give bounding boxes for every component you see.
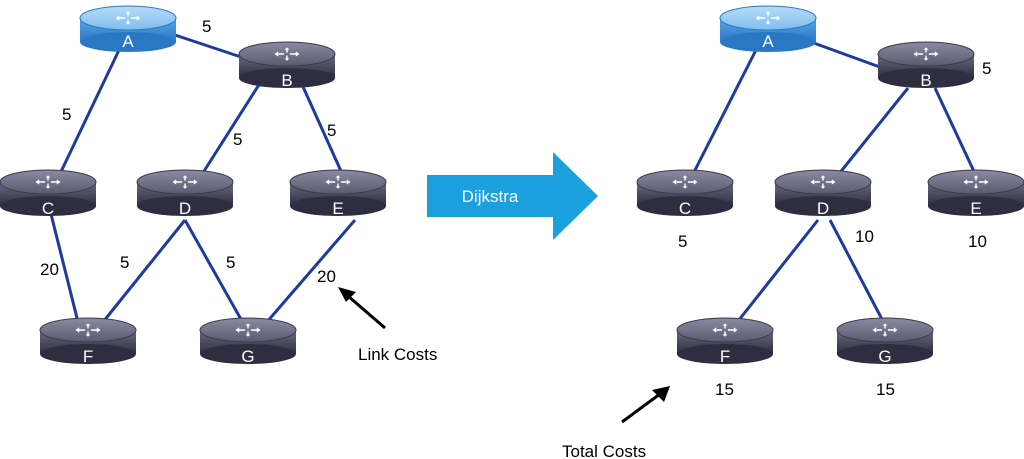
left-links xyxy=(48,28,357,333)
link-a-c xyxy=(56,47,122,179)
total-costs-label: Total Costs xyxy=(562,442,646,459)
annotation-arrowhead-icon xyxy=(652,386,670,402)
router-e: E xyxy=(289,169,387,218)
sp-link-d-g xyxy=(828,219,887,326)
total-cost-e: 10 xyxy=(968,232,987,251)
left-link-costs: 5 5 5 5 20 5 5 20 xyxy=(40,17,336,286)
router-g: G xyxy=(199,317,297,366)
cost-c-f: 20 xyxy=(40,260,59,279)
cost-d-g: 5 xyxy=(226,253,235,272)
total-cost-g: 15 xyxy=(876,380,895,399)
sp-router-d: D xyxy=(774,169,872,218)
total-costs: 5 5 10 10 15 15 xyxy=(678,59,991,399)
sp-link-b-d xyxy=(828,87,910,186)
link-d-f xyxy=(93,219,187,333)
router-label-a: A xyxy=(122,32,134,51)
sp-router-c: C xyxy=(636,169,734,218)
router-f: F xyxy=(39,317,137,366)
cost-d-f: 5 xyxy=(120,253,129,272)
total-cost-c: 5 xyxy=(678,232,687,251)
link-b-e xyxy=(298,79,347,181)
link-e-g xyxy=(258,219,357,331)
router-b: B xyxy=(238,41,336,90)
cost-e-g: 20 xyxy=(317,267,336,286)
sp-link-a-c xyxy=(688,47,759,181)
total-cost-d: 10 xyxy=(855,227,874,246)
sp-router-a: A xyxy=(719,5,817,52)
total-costs-annotation: Total Costs xyxy=(562,386,670,459)
router-label-e: E xyxy=(332,199,343,218)
total-cost-b: 5 xyxy=(982,59,991,78)
dijkstra-label: Dijkstra xyxy=(462,187,519,206)
sp-router-g: G xyxy=(836,317,934,366)
sp-router-f: F xyxy=(676,317,774,366)
router-label-b: B xyxy=(281,71,292,90)
cost-a-c: 5 xyxy=(62,105,71,124)
annotation-arrow-icon xyxy=(621,392,661,424)
link-c-f xyxy=(48,209,82,331)
router-label-f: F xyxy=(83,347,93,366)
sp-router-b: B xyxy=(877,41,975,90)
annotation-arrowhead-icon xyxy=(338,287,356,302)
router-d: D xyxy=(136,169,234,218)
dijkstra-arrow: Dijkstra xyxy=(427,152,598,240)
sp-router-label-a: A xyxy=(762,32,774,51)
right-links xyxy=(688,36,980,326)
router-c: C xyxy=(0,169,97,218)
sp-router-label-g: G xyxy=(878,347,891,366)
cost-a-b: 5 xyxy=(202,17,211,36)
sp-router-e: E xyxy=(927,169,1024,218)
sp-router-label-e: E xyxy=(970,199,981,218)
link-costs-annotation: Link Costs xyxy=(338,287,437,364)
sp-router-label-c: C xyxy=(679,199,691,218)
link-costs-label: Link Costs xyxy=(358,345,437,364)
cost-b-e: 5 xyxy=(327,121,336,140)
sp-link-b-e xyxy=(933,87,980,181)
sp-router-label-f: F xyxy=(720,347,730,366)
cost-b-d: 5 xyxy=(233,130,242,149)
sp-link-d-f xyxy=(733,219,820,326)
router-label-g: G xyxy=(241,347,254,366)
sp-router-label-b: B xyxy=(920,71,931,90)
link-d-g xyxy=(183,219,249,331)
annotation-arrow-icon xyxy=(347,294,386,330)
router-label-d: D xyxy=(179,199,191,218)
arrow-right-icon xyxy=(427,152,598,240)
router-a: A xyxy=(79,5,177,52)
router-label-c: C xyxy=(42,199,54,218)
sp-router-label-d: D xyxy=(817,199,829,218)
total-cost-f: 15 xyxy=(715,380,734,399)
